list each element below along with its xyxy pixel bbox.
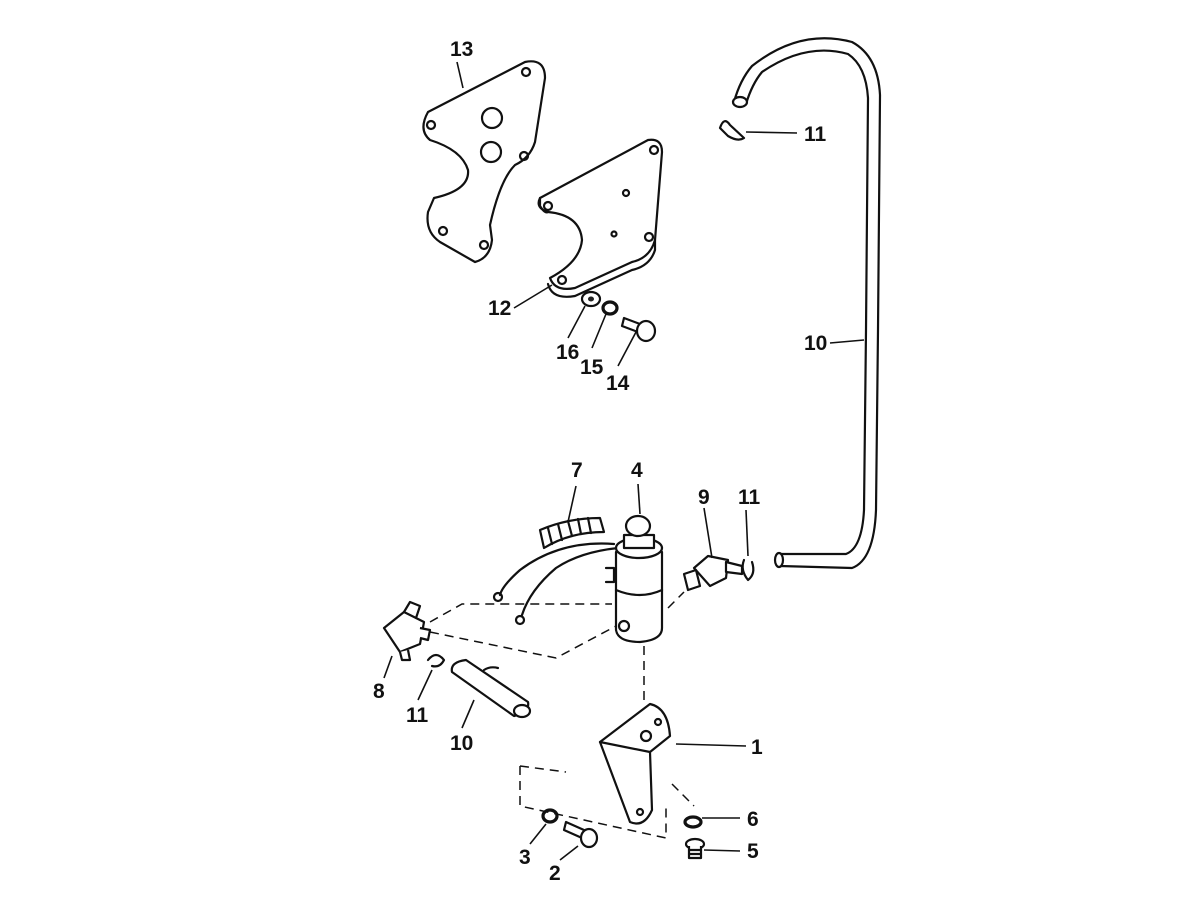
water-hose-10-short [450, 658, 532, 719]
lockwasher-15 [601, 300, 619, 316]
callout-11-bottom: 11 [406, 704, 429, 727]
gasket-plate-13 [422, 60, 547, 264]
callout-13: 13 [450, 38, 473, 61]
washer-16 [580, 290, 602, 308]
screw-2 [562, 820, 599, 849]
water-hose-10-long [731, 37, 882, 570]
hose-clamp-11-bottom [426, 653, 446, 668]
callout-9: 9 [698, 486, 710, 509]
callout-14: 14 [606, 372, 630, 395]
tee-fitting-8 [382, 600, 432, 662]
lockwasher-6 [683, 815, 703, 829]
screw-5 [684, 837, 706, 860]
lockwasher-3 [541, 808, 559, 824]
callout-6: 6 [747, 808, 759, 831]
callout-12: 12 [488, 297, 511, 320]
hose-clamp-11-top [718, 120, 746, 141]
solenoid-4 [604, 514, 664, 644]
wire-leads [492, 542, 620, 626]
callout-10-top: 10 [804, 332, 827, 355]
callout-8: 8 [373, 680, 385, 703]
adaptor-plate-12 [537, 138, 664, 298]
assembly-dashed-lines [429, 591, 695, 839]
sleeve-7 [538, 516, 606, 550]
bracket-1 [598, 702, 672, 825]
callout-5: 5 [747, 840, 759, 863]
callout-11-mid: 11 [738, 486, 761, 509]
leader-lines [383, 61, 865, 861]
callout-4: 4 [631, 459, 643, 482]
callout-1: 1 [751, 736, 763, 759]
callout-10-bottom: 10 [450, 732, 473, 755]
elbow-fitting-9 [682, 554, 744, 592]
callout-15: 15 [580, 356, 604, 379]
callout-labels: 13 11 12 16 15 14 10 7 4 9 11 8 11 10 1 … [373, 38, 827, 885]
callout-7: 7 [571, 459, 583, 482]
screw-14 [620, 316, 657, 343]
hose-clamp-11-mid [741, 558, 755, 582]
callout-11-top: 11 [804, 123, 827, 146]
callout-16: 16 [556, 341, 579, 364]
callout-2: 2 [549, 862, 561, 885]
callout-3: 3 [519, 846, 531, 869]
